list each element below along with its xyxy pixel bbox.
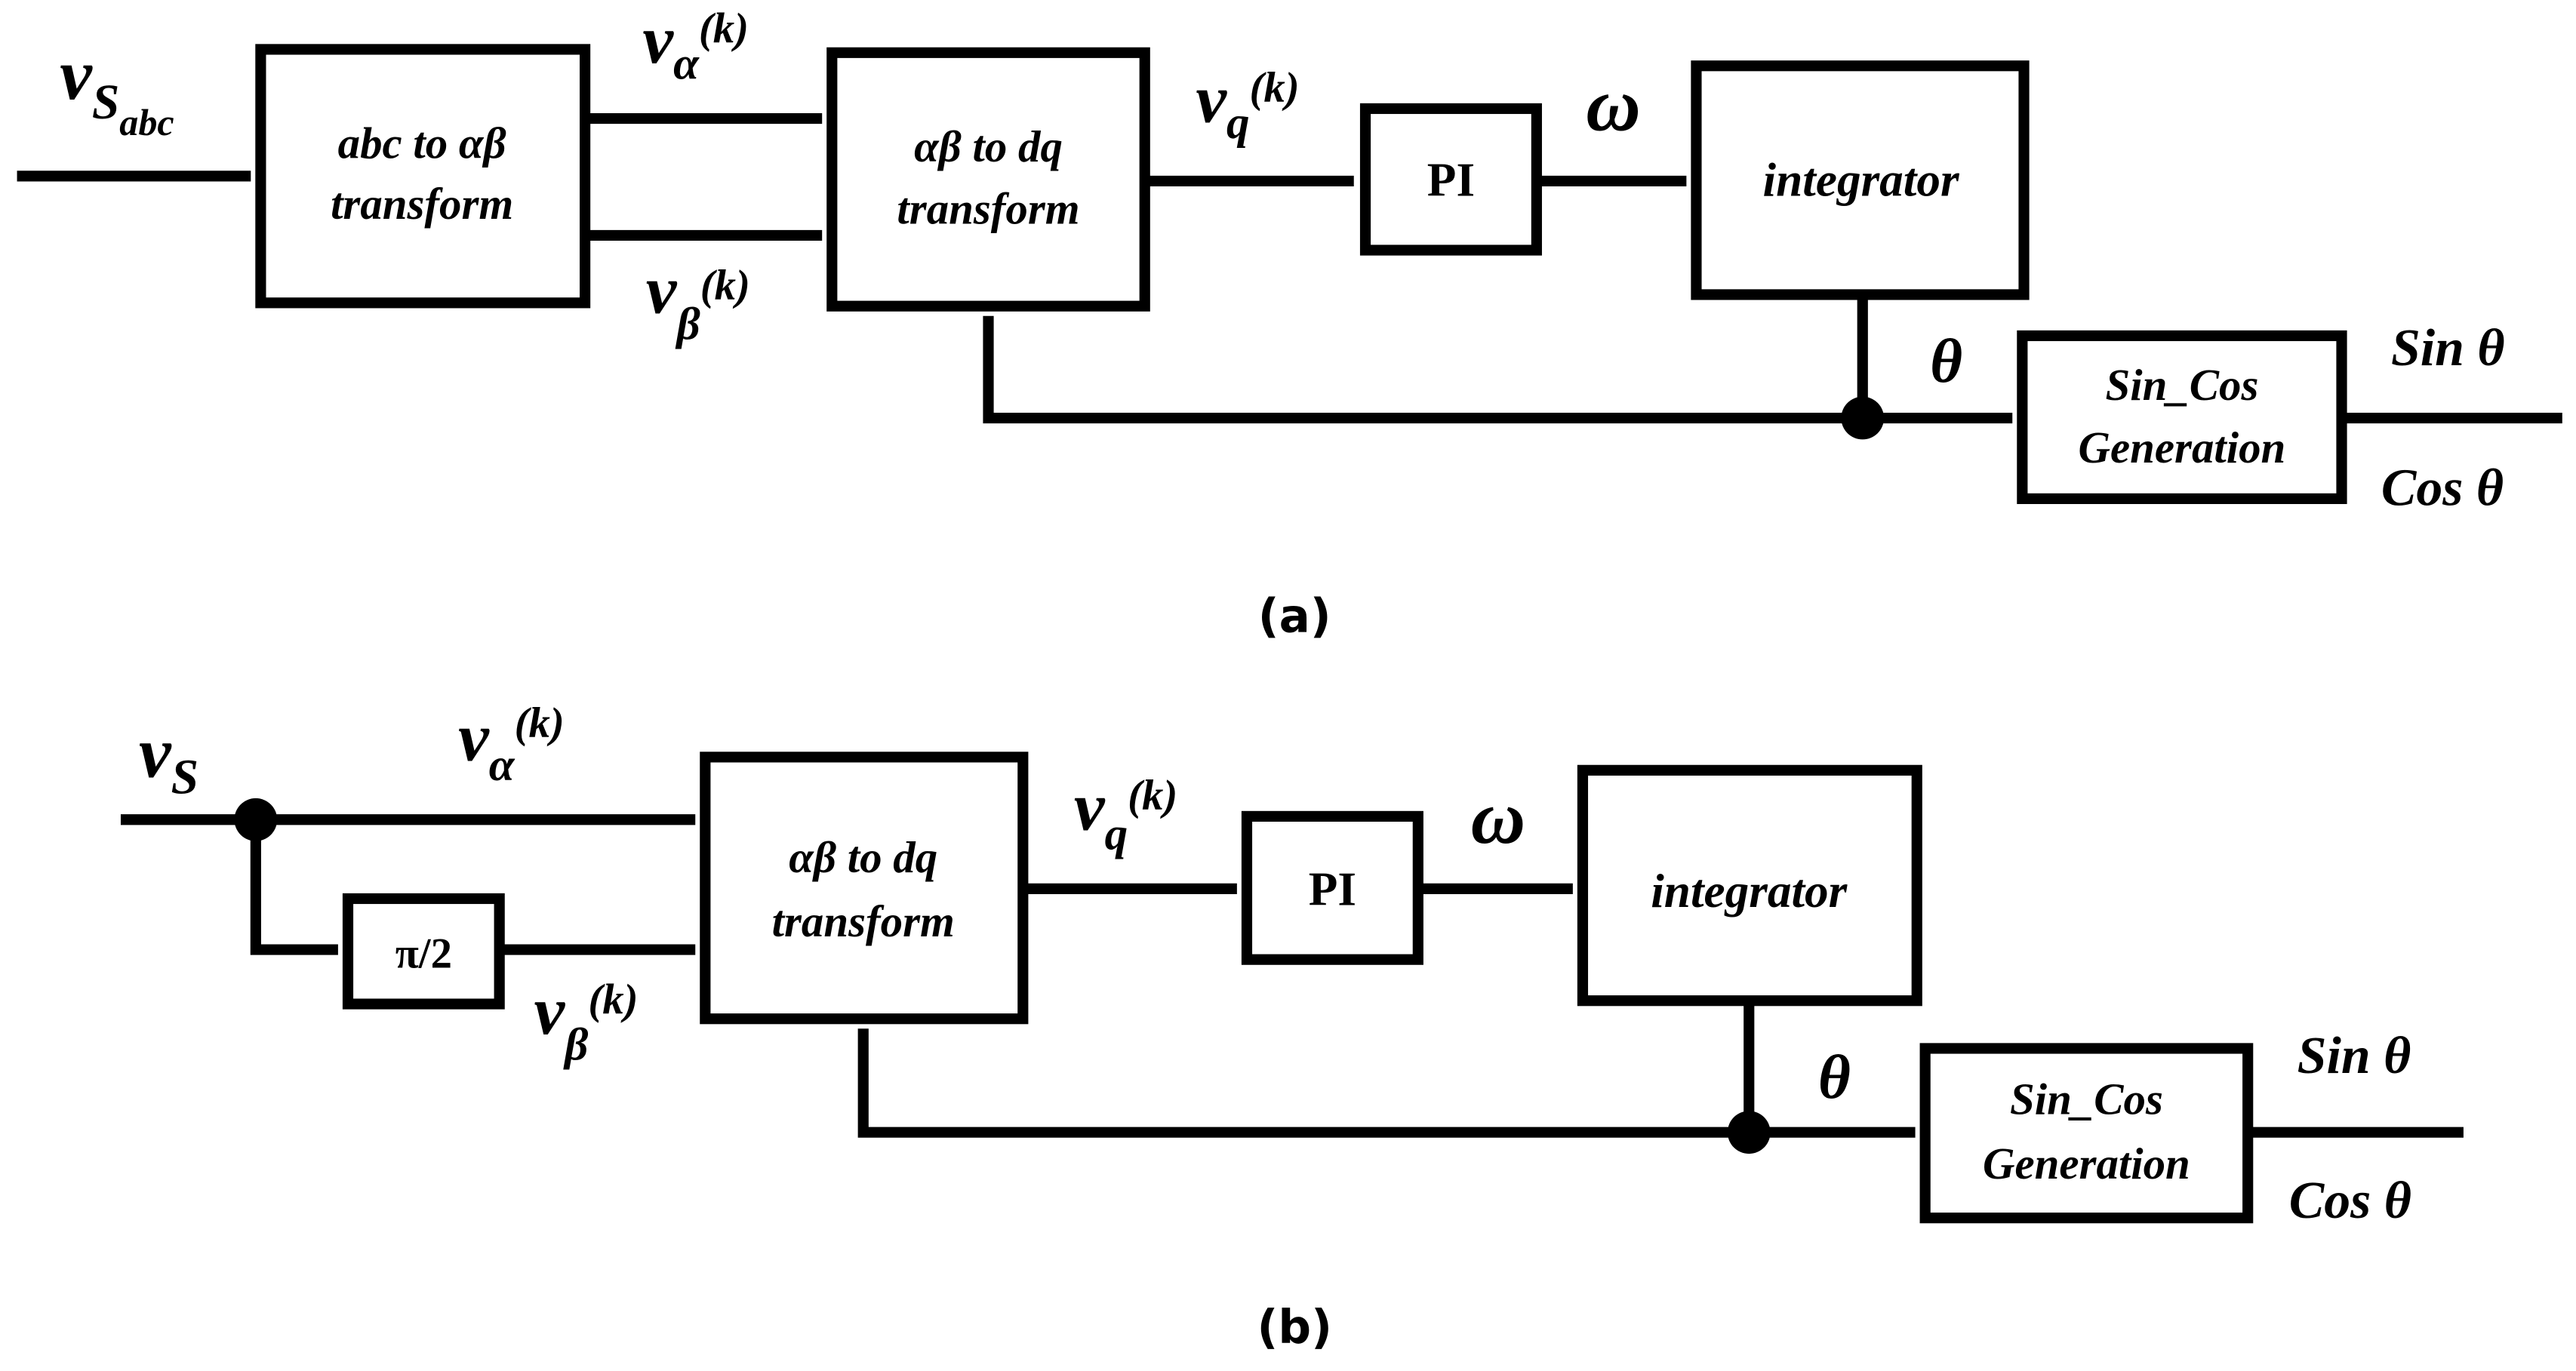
abc-to-alphabeta-block — [255, 44, 591, 309]
caption-b: (b) — [1257, 1301, 1332, 1354]
junction-dot — [1841, 396, 1885, 440]
theta-feedback-path — [857, 1028, 1750, 1138]
pi-label: PI — [1427, 154, 1475, 207]
cos-theta-label: Cos θ — [2289, 1172, 2411, 1230]
sincos-line1: Sin_Cos — [2105, 361, 2258, 410]
pi-block — [1359, 103, 1542, 256]
omega-label: ω — [1586, 63, 1641, 146]
caption-a: (a) — [1258, 590, 1331, 644]
abc-block-line1: abc to αβ — [338, 118, 506, 168]
sin-theta-label: Sin θ — [2297, 1027, 2411, 1085]
dq-block-line2: transform — [897, 185, 1079, 234]
integrator-label: integrator — [1763, 154, 1960, 207]
sincos-line2: Generation — [1983, 1139, 2190, 1188]
theta-feedback-path — [983, 315, 1863, 424]
v-alpha-label: vα(k) — [458, 699, 565, 791]
sincos-generation-block — [2017, 330, 2347, 505]
pi-half-shift-block — [342, 893, 505, 1010]
theta-label: θ — [1930, 326, 1962, 395]
sin-theta-label: Sin θ — [2391, 319, 2505, 377]
v-beta-label: vβ(k) — [646, 251, 750, 349]
sincos-generation-block — [1919, 1043, 2254, 1224]
integrator-block — [1577, 764, 1922, 1007]
v-alpha-label: vα(k) — [642, 1, 749, 90]
dq-block-line2: transform — [772, 897, 955, 946]
dq-block-line1: αβ to dq — [914, 122, 1063, 171]
input-vs-label: vS — [139, 712, 199, 805]
v-q-label: vq(k) — [1074, 767, 1177, 859]
omega-label: ω — [1471, 776, 1526, 859]
alphabeta-to-dq-block — [826, 47, 1150, 312]
junction-dot — [1727, 1111, 1771, 1154]
theta-label: θ — [1818, 1042, 1851, 1111]
v-q-label: vq(k) — [1196, 60, 1299, 149]
cos-theta-label: Cos θ — [2381, 460, 2504, 518]
v-beta-label: vβ(k) — [534, 972, 638, 1071]
diagram-a: vSabc abc to αβ transform vα(k) vβ(k) αβ… — [17, 1, 2562, 644]
diagram-b: vS π/2 vα(k) vβ(k) αβ to dq transform vq… — [120, 699, 2464, 1354]
pi-block — [1241, 810, 1423, 965]
shift-input-path — [250, 819, 338, 955]
pi-label: PI — [1309, 863, 1356, 916]
integrator-label: integrator — [1651, 865, 1848, 918]
sincos-line1: Sin_Cos — [2010, 1075, 2163, 1124]
dq-block-line1: αβ to dq — [789, 833, 937, 882]
sincos-line2: Generation — [2079, 423, 2286, 472]
pi-half-label: π/2 — [395, 930, 452, 978]
input-vs-abc-label: vSabc — [60, 34, 174, 143]
alphabeta-to-dq-block — [700, 752, 1029, 1025]
abc-block-line2: transform — [331, 180, 513, 229]
